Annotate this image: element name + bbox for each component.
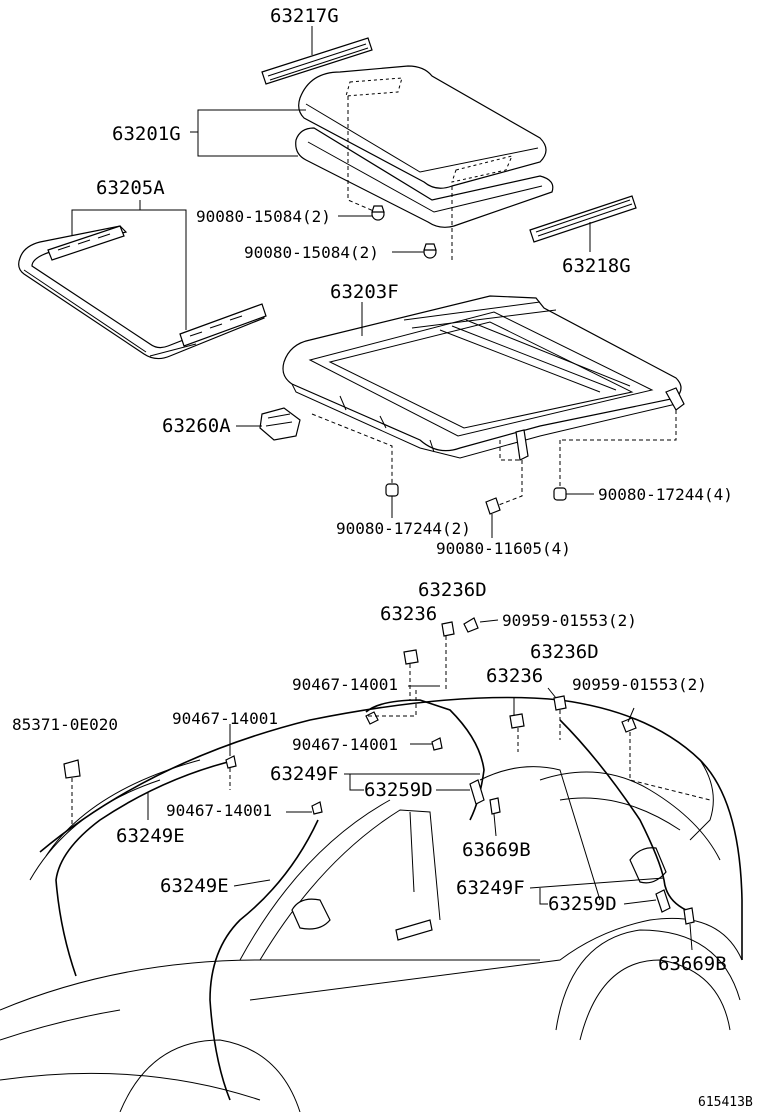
label-90959-01553-b: 90959-01553(2) — [572, 675, 707, 694]
label-63236D-a: 63236D — [418, 579, 487, 601]
label-63236D-b: 63236D — [530, 641, 599, 663]
leader — [197, 132, 298, 157]
label-63249F-b: 63249F — [456, 877, 525, 899]
figure-id: 615413B — [698, 1095, 753, 1110]
label-90467-14001-a: 90467-14001 — [292, 675, 398, 694]
leader — [71, 200, 141, 236]
clip-90467-a — [365, 711, 379, 725]
weatherstrip-front — [261, 37, 373, 85]
clip-90467-b — [225, 755, 237, 769]
label-63236-a: 63236 — [380, 603, 437, 625]
label-63259D-b: 63259D — [548, 893, 617, 915]
nut-90080-17244-a — [385, 483, 399, 497]
label-63249F-a: 63249F — [270, 763, 339, 785]
sunroof-glass — [298, 65, 547, 189]
weatherstrip-rear — [529, 195, 637, 243]
grommet-63236-a — [403, 649, 419, 665]
bolt-90080-11605 — [485, 497, 501, 515]
screw-90080-15084-b — [423, 243, 437, 259]
label-63259D-a: 63259D — [364, 779, 433, 801]
label-90080-15084-a: 90080-15084(2) — [196, 207, 331, 226]
label-90080-11605: 90080-11605(4) — [436, 539, 571, 558]
clip-90467-c — [431, 737, 443, 751]
leader — [197, 109, 306, 132]
label-63669B-b: 63669B — [658, 953, 727, 975]
grommet-63236D-a — [441, 621, 455, 637]
label-90467-14001-c: 90467-14001 — [292, 735, 398, 754]
drain-hose-front-right — [209, 819, 319, 1101]
sunroof-motor — [259, 407, 301, 441]
label-90467-14001-d: 90467-14001 — [166, 801, 272, 820]
drain-hose-rear-right — [559, 719, 687, 911]
label-90080-17244-b: 90080-17244(4) — [598, 485, 733, 504]
label-63201G: 63201G — [112, 123, 181, 145]
label-63249E-a: 63249E — [116, 825, 185, 847]
label-63249E-b: 63249E — [160, 875, 229, 897]
grommet-85371 — [63, 759, 81, 779]
label-85371-0E020: 85371-0E020 — [12, 715, 118, 734]
grommet-63236D-b — [553, 695, 567, 711]
label-63218G: 63218G — [562, 255, 631, 277]
sunroof-housing — [282, 295, 685, 461]
label-63217G: 63217G — [270, 5, 339, 27]
sunshade-frame — [18, 225, 267, 360]
label-63669B-a: 63669B — [462, 839, 531, 861]
grommet-63236-b — [509, 713, 525, 729]
glass-seal — [295, 127, 554, 228]
clip-90959-a — [463, 617, 479, 633]
valve-63259D-a — [469, 779, 485, 805]
drain-hose-rear-left — [365, 699, 485, 821]
label-63205A: 63205A — [96, 177, 165, 199]
nut-90080-17244-b — [553, 487, 567, 501]
label-90959-01553-a: 90959-01553(2) — [502, 611, 637, 630]
label-90080-17244-a: 90080-17244(2) — [336, 519, 471, 538]
clip-90467-d — [311, 801, 323, 815]
leader — [140, 209, 187, 330]
screw-90080-15084-a — [371, 205, 385, 221]
drain-hose-front-left — [55, 761, 229, 977]
label-90467-14001-b: 90467-14001 — [172, 709, 278, 728]
clamp-63669B-b — [683, 907, 695, 925]
label-63236-b: 63236 — [486, 665, 543, 687]
vehicle-outline — [0, 696, 743, 1112]
label-63203F: 63203F — [330, 281, 399, 303]
label-90080-15084-b: 90080-15084(2) — [244, 243, 379, 262]
label-63260A: 63260A — [162, 415, 231, 437]
valve-63259D-b — [655, 889, 671, 913]
clamp-63669B-a — [489, 797, 501, 815]
